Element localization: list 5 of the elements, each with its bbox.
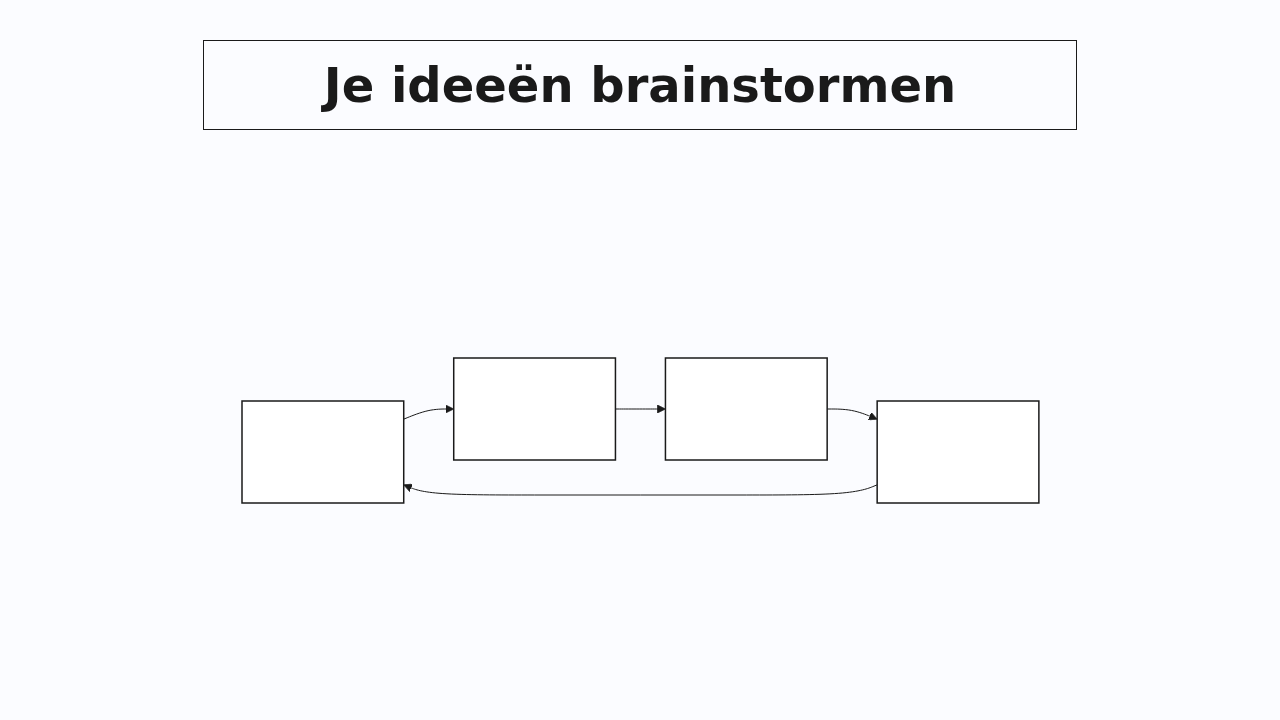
node-box <box>664 356 828 461</box>
node-box <box>240 399 405 504</box>
node-box <box>452 356 616 461</box>
node-box <box>875 399 1040 504</box>
title: Je ideeën brainstormen <box>202 40 1078 130</box>
